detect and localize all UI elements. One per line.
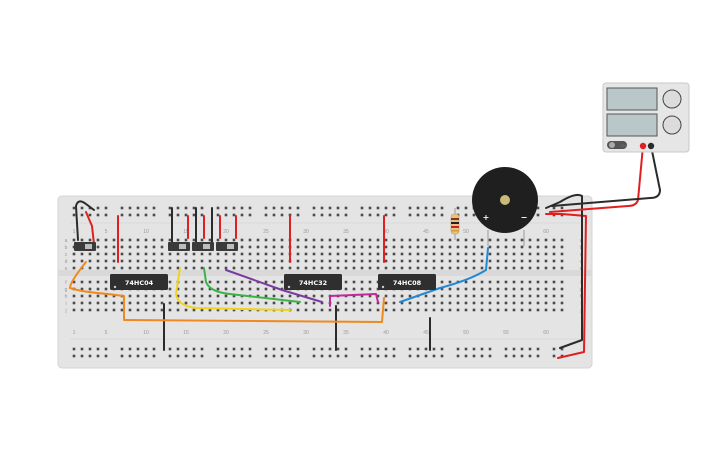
pin1-marker [287,285,291,289]
column-number: 15 [183,330,189,336]
pin1-marker [113,285,117,289]
column-number: 25 [263,330,269,336]
slide-switch-3[interactable] [192,242,214,251]
chip-74hc32[interactable]: 74HC32 [284,274,342,290]
black-jumpers[interactable] [74,200,431,351]
column-number: 40 [383,330,389,336]
column-number: 10 [143,330,149,336]
row-letter: j [579,308,581,314]
column-number: 5 [105,330,108,336]
purple-wire[interactable] [225,269,323,303]
blue-wire[interactable] [399,247,489,303]
row-letter: d [65,259,68,265]
negative-terminal[interactable] [647,142,655,150]
positive-terminal[interactable] [639,142,647,150]
magenta-wire[interactable] [329,293,379,307]
column-number: 25 [263,229,269,235]
buzzer-minus-label: − [521,213,528,222]
power-supply-icon[interactable]: ON [602,82,690,153]
pin1-marker [381,285,385,289]
resistor-icon[interactable] [450,208,460,240]
current-display [606,113,658,137]
row-letter: g [65,287,68,293]
row-letter: a [65,238,68,244]
psu-red-wire[interactable] [549,145,644,213]
column-number: 10 [143,229,149,235]
column-number: 40 [383,229,389,235]
buzzer-icon[interactable]: + − [472,167,538,246]
black-power-wire[interactable] [545,193,583,349]
column-number: 1 [73,330,76,336]
column-number: 1 [73,229,76,235]
column-number: 55 [503,330,509,336]
column-number: 35 [343,229,349,235]
column-number: 35 [343,330,349,336]
column-number: 45 [423,330,429,336]
slide-switch-2[interactable] [168,242,190,251]
column-number: 45 [423,229,429,235]
chip-label: 74HC08 [393,279,422,287]
column-number: 30 [303,330,309,336]
chip-label: 74HC32 [299,279,327,287]
breadboard-center-channel [58,270,592,276]
column-number: 5 [105,229,108,235]
yellow-wire[interactable] [175,267,291,311]
red-power-wire[interactable] [545,213,587,359]
row-letter: b [65,245,68,251]
red-jumpers[interactable] [85,211,385,263]
chip-label: 74HC04 [125,279,154,287]
row-letter: f [65,280,67,286]
current-knob[interactable] [662,115,682,135]
orange-wire[interactable] [69,261,385,323]
power-on-label: ON [620,143,626,148]
chip-74hc08[interactable]: 74HC08 [378,274,436,290]
column-number: 30 [303,229,309,235]
row-letter: h [65,294,68,300]
row-letter: i [65,301,66,307]
slide-switch-4[interactable] [216,242,238,251]
voltage-knob[interactable] [662,89,682,109]
buzzer-plus-label: + [483,213,490,222]
column-number: 60 [543,330,549,336]
column-number: 60 [543,229,549,235]
row-letter: j [64,308,66,314]
row-letter: c [65,252,68,258]
row-letter: e [65,266,68,272]
green-wire[interactable] [203,267,301,303]
voltage-display [606,87,658,111]
column-number: 20 [223,229,229,235]
column-number: 50 [463,330,469,336]
column-number: 15 [183,229,189,235]
chip-74hc04[interactable]: 74HC04 [110,274,168,290]
column-number: 50 [463,229,469,235]
power-switch-knob [609,142,615,148]
psu-black-wire[interactable] [551,145,661,207]
column-number: 20 [223,330,229,336]
breadboard-holes [72,206,564,358]
slide-switch-1[interactable] [74,242,96,251]
